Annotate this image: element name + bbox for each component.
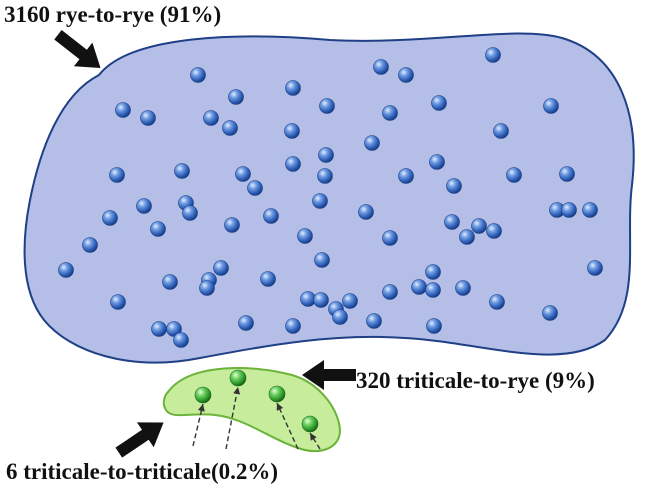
blue-dot-icon [382,284,398,300]
blue-dot-icon [373,59,389,75]
blue-dot-icon [485,47,501,63]
blue-dot-icon [203,110,219,126]
green-dot-group [194,369,319,433]
arrowhead-icon [197,404,205,412]
blue-dot-icon [429,154,445,170]
blue-dot-icon [190,67,206,83]
arrowhead-icon [233,387,241,395]
blue-dot-icon [199,280,215,296]
blue-dot-icon [486,223,502,239]
blue-dot-icon [222,120,238,136]
blue-dot-icon [506,167,522,183]
blue-dot-icon [228,89,244,105]
blue-dot-icon [319,98,335,114]
dashed-arrow-line [225,386,239,450]
blue-dot-icon [366,313,382,329]
blue-dot-icon [174,163,190,179]
blue-dot-icon [285,156,301,172]
blue-dot-icon [364,135,380,151]
blue-dot-icon [213,260,229,276]
dashed-arrow-group [192,386,321,450]
blue-dot-icon [224,217,240,233]
blue-dot-icon [471,218,487,234]
dashed-arrow-line [276,402,299,450]
blue-dot-icon [582,202,598,218]
blue-dot-icon [297,228,313,244]
blue-dot-icon [455,280,471,296]
blue-dot-icon [426,318,442,334]
blue-dot-icon [173,332,189,348]
blue-dot-icon [459,229,475,245]
blue-dot-icon [285,318,301,334]
green-dot-icon [301,415,319,433]
blue-dot-icon [151,321,167,337]
label-triticale-to-triticale: 6 triticale-to-triticale(0.2%) [6,459,278,484]
blue-dot-icon [358,204,374,220]
green-dot-icon [268,385,286,403]
blue-dot-icon [425,282,441,298]
blue-dot-icon [425,264,441,280]
blue-dot-icon [247,180,263,196]
blue-dot-icon [260,271,276,287]
blue-dot-icon [162,274,178,290]
blue-dot-icon [110,294,126,310]
label-triticale-to-rye: 320 triticale-to-rye (9%) [356,368,595,393]
blue-dot-icon [102,210,118,226]
blue-dot-icon [542,305,558,321]
blue-dot-icon [314,252,330,268]
blue-dot-icon [398,168,414,184]
blue-dot-icon [82,237,98,253]
blue-dot-icon [263,208,279,224]
arrow-triticale-to-rye-icon [302,360,356,390]
blue-dot-icon [444,214,460,230]
blue-dot-icon [559,166,575,182]
blue-dot-icon [332,309,348,325]
arrowhead-icon [276,403,284,411]
blue-dot-icon [284,123,300,139]
blue-dot-icon [493,123,509,139]
blue-dot-icon [115,102,131,118]
blue-dot-icon [285,80,301,96]
label-rye-to-rye: 3160 rye-to-rye (91%) [4,2,221,27]
blue-dot-icon [587,260,603,276]
blue-dot-icon [300,291,316,307]
blue-dot-icon [431,95,447,111]
blue-dot-icon [109,167,125,183]
dashed-arrow-line [309,432,321,450]
green-dot-icon [194,386,212,404]
blue-dot-icon [342,293,358,309]
blue-dot-icon [411,279,427,295]
blue-dot-group [58,47,603,348]
blue-dot-icon [58,262,74,278]
blue-dot-icon [235,166,251,182]
blue-dot-icon [382,230,398,246]
green-dot-icon [229,369,247,387]
blue-dot-icon [166,321,182,337]
blue-dot-icon [182,205,198,221]
blue-dot-icon [150,221,166,237]
blue-dot-icon [136,198,152,214]
blue-dot-icon [382,105,398,121]
arrow-triticale-to-triticale-icon [115,422,164,458]
blue-dot-icon [140,110,156,126]
blue-dot-icon [489,294,505,310]
blue-dot-icon [561,202,577,218]
arrow-rye-to-rye-icon [54,30,101,69]
blue-dot-icon [238,315,254,331]
blue-dot-icon [317,168,333,184]
blue-dot-icon [313,292,329,308]
blue-dot-icon [318,147,334,163]
dashed-arrow-line [192,403,204,447]
blue-dot-icon [398,67,414,83]
blue-dot-icon [446,178,462,194]
blue-dot-icon [312,193,328,209]
blue-dot-icon [543,98,559,114]
arrowhead-icon [310,433,317,441]
